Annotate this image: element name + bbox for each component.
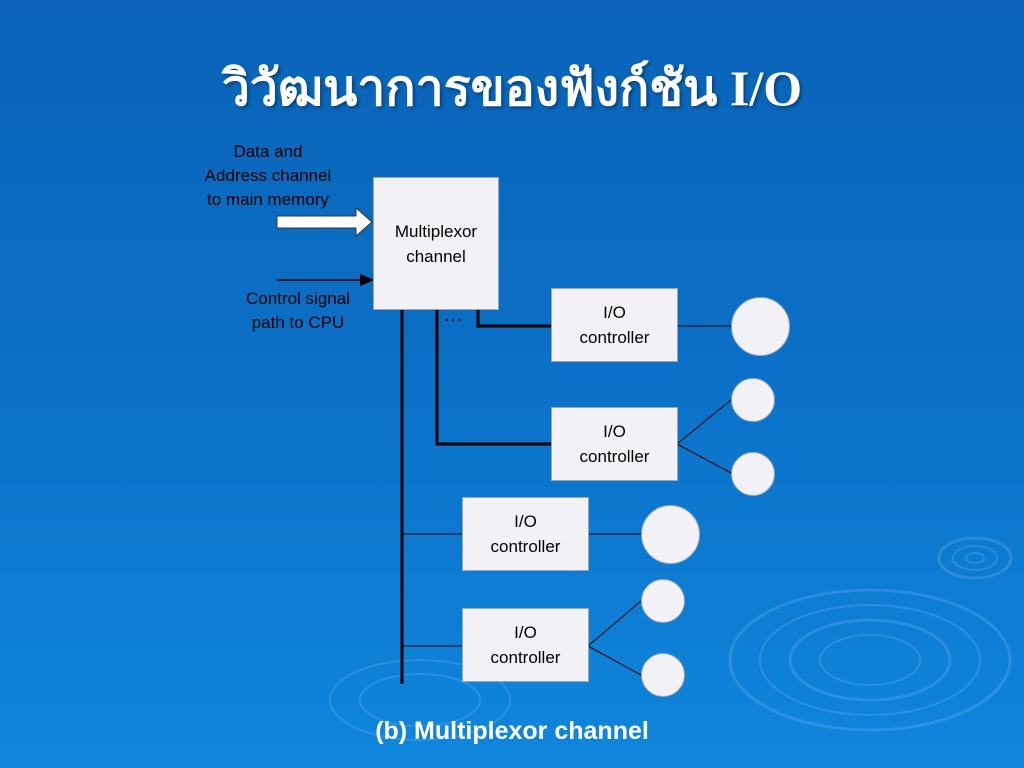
io-controller-label: controller bbox=[490, 648, 561, 667]
io-controller-label: I/O bbox=[603, 422, 626, 441]
control-signal-arrowhead bbox=[360, 274, 374, 286]
multiplexor-label-line: channel bbox=[406, 246, 466, 266]
multiplexor-label-line: Multiplexor bbox=[394, 221, 478, 241]
data-address-label-line: to main memory bbox=[207, 190, 329, 209]
data-address-label-line: Data and bbox=[233, 142, 303, 161]
io-device-small bbox=[641, 579, 685, 623]
io-controller-2: I/O controller bbox=[551, 407, 678, 481]
ellipsis-marker: … bbox=[443, 304, 464, 326]
data-address-arrow bbox=[276, 206, 373, 238]
io-controller-label: controller bbox=[579, 447, 650, 466]
data-address-label-line: Address channel bbox=[204, 166, 332, 185]
io-controller-3: I/O controller bbox=[462, 497, 589, 571]
multiplexor-channel-box: Multiplexor channel bbox=[373, 177, 499, 310]
figure-caption: (b) Multiplexor channel bbox=[375, 717, 649, 745]
io-device-small bbox=[731, 378, 775, 422]
io-controller-1: I/O controller bbox=[551, 288, 678, 362]
control-signal-label-line: Control signal bbox=[246, 289, 350, 308]
control-signal-label-line: path to CPU bbox=[251, 313, 345, 332]
io-controller-4: I/O controller bbox=[462, 608, 589, 682]
io-controller-label: I/O bbox=[514, 512, 537, 531]
io-controller-label: controller bbox=[579, 328, 650, 347]
io-controller-label: I/O bbox=[603, 303, 626, 322]
control-signal-label: Control signal path to CPU bbox=[228, 287, 368, 335]
io-device-small bbox=[731, 452, 775, 496]
io-controller-label: I/O bbox=[514, 623, 537, 642]
io-device-large bbox=[641, 505, 700, 564]
io-device-large bbox=[731, 297, 790, 356]
io-controller-label: controller bbox=[490, 537, 561, 556]
data-address-label: Data and Address channel to main memory bbox=[188, 140, 348, 212]
slide-title: วิวัฒนาการของฟังก์ชัน I/O bbox=[221, 60, 803, 116]
io-device-small bbox=[641, 653, 685, 697]
